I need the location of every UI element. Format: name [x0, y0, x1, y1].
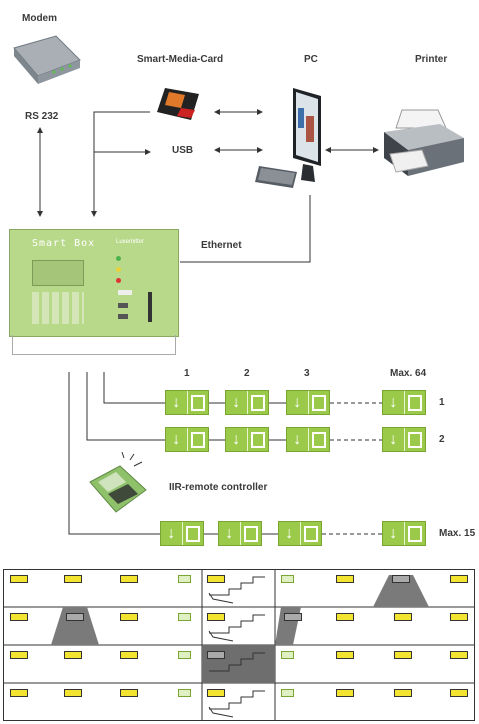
emergency-lamp: [10, 651, 28, 659]
smart-box-device: Smart Box Luxemitter: [9, 229, 179, 337]
emergency-lamp: [10, 689, 28, 697]
modem-label: Modem: [22, 13, 57, 24]
smart-box-brand: Luxemitter: [116, 239, 145, 245]
printer-label: Printer: [415, 54, 448, 65]
ethernet-label: Ethernet: [201, 240, 242, 251]
smart-media-card-icon: [155, 84, 201, 122]
emergency-lamp: [450, 651, 468, 659]
exit-sign-mini: [178, 613, 191, 621]
smart-box-title: Smart Box: [32, 238, 96, 249]
smart-box-display: [32, 260, 84, 286]
exit-sign: ↓: [165, 390, 209, 415]
emergency-lamp-active: [207, 651, 225, 659]
emergency-lamp: [10, 575, 28, 583]
emergency-lamp: [207, 613, 225, 621]
emergency-lamp: [120, 613, 138, 621]
exit-sign-mini: [281, 575, 294, 583]
emergency-lamp: [394, 651, 412, 659]
emergency-lamp: [64, 575, 82, 583]
exit-sign: ↓: [165, 427, 209, 452]
emergency-lamp: [450, 575, 468, 583]
row-label-2: 2: [439, 434, 445, 445]
column-header-2: 2: [244, 368, 250, 379]
exit-sign-mini: [178, 575, 191, 583]
emergency-lamp: [336, 613, 354, 621]
emergency-lamp-active: [284, 613, 302, 621]
exit-sign-mini: [281, 689, 294, 697]
emergency-lamp: [120, 575, 138, 583]
exit-sign: ↓: [286, 390, 330, 415]
exit-sign-mini: [281, 651, 294, 659]
emergency-lamp-active: [66, 613, 84, 621]
smart-box-card-slot: [148, 292, 152, 322]
emergency-lamp: [120, 651, 138, 659]
exit-sign-mini: [178, 651, 191, 659]
exit-sign-mini: [178, 689, 191, 697]
pc-monitor-icon: [255, 86, 325, 196]
exit-sign: ↓: [382, 390, 426, 415]
emergency-lamp: [207, 575, 225, 583]
smart-box-bracket: [12, 335, 176, 355]
smart-box-leds: [116, 256, 124, 286]
column-header-max: Max. 64: [390, 368, 427, 379]
emergency-lamp: [394, 613, 412, 621]
exit-sign: ↓: [160, 521, 204, 546]
column-header-1: 1: [184, 368, 190, 379]
rs232-label: RS 232: [25, 111, 59, 122]
smart-box-ports: [118, 290, 138, 320]
emergency-lamp: [10, 613, 28, 621]
smart-media-card-label: Smart-Media-Card: [137, 54, 224, 65]
remote-controller-label: IIR-remote controller: [169, 482, 268, 493]
emergency-lamp: [64, 651, 82, 659]
row-label-max: Max. 15: [439, 528, 476, 539]
remote-controller-icon: [86, 452, 152, 516]
modem-device: [10, 32, 82, 84]
column-header-3: 3: [304, 368, 310, 379]
emergency-lamp: [336, 651, 354, 659]
exit-sign: ↓: [382, 521, 426, 546]
emergency-lamp-active: [392, 575, 410, 583]
emergency-lamp: [120, 689, 138, 697]
row-label-1: 1: [439, 397, 445, 408]
emergency-lamp: [450, 613, 468, 621]
emergency-lamp: [336, 689, 354, 697]
exit-sign: ↓: [225, 427, 269, 452]
usb-label: USB: [172, 145, 194, 156]
smart-box-keypad: [32, 292, 84, 324]
printer-icon: [382, 106, 466, 178]
exit-sign: ↓: [278, 521, 322, 546]
emergency-lamp: [394, 689, 412, 697]
pc-label: PC: [304, 54, 318, 65]
emergency-lamp: [207, 689, 225, 697]
exit-sign: ↓: [225, 390, 269, 415]
exit-sign: ↓: [286, 427, 330, 452]
floor-plan: [3, 569, 475, 721]
exit-sign: ↓: [382, 427, 426, 452]
emergency-lamp: [64, 689, 82, 697]
emergency-lamp: [450, 689, 468, 697]
exit-sign: ↓: [218, 521, 262, 546]
emergency-lamp: [336, 575, 354, 583]
